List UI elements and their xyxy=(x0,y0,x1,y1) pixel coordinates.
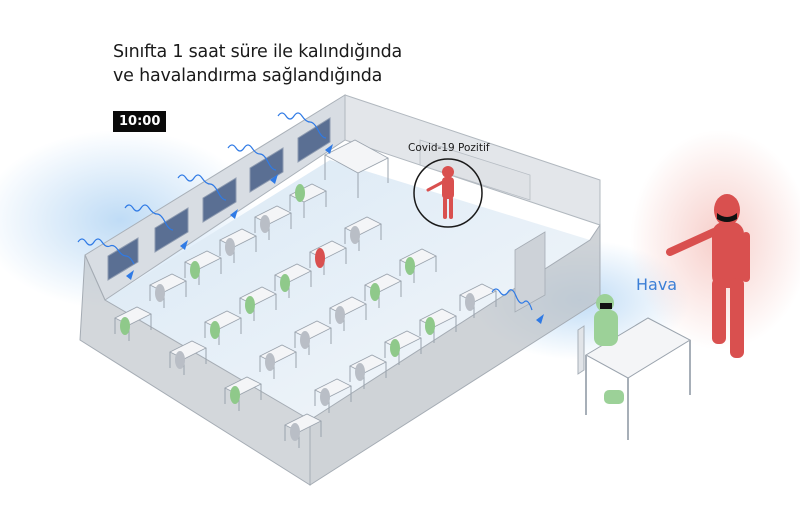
door xyxy=(514,231,546,313)
air-label: Hava xyxy=(636,275,678,294)
time-badge: 10:00 xyxy=(113,111,167,132)
students-neutral xyxy=(155,215,475,441)
foreground-desk xyxy=(577,317,692,440)
covid-highlight-circle xyxy=(413,158,483,228)
air-flow-arrows xyxy=(77,112,533,311)
infected-student xyxy=(315,248,325,268)
title-line-1: Sınıfta 1 saat süre ile kalındığında xyxy=(113,42,403,62)
classroom-floor xyxy=(105,160,590,420)
teacher-desk xyxy=(324,139,389,198)
covid-positive-label: Covid-19 Pozitif xyxy=(408,142,490,154)
foreground-infected-person xyxy=(666,194,750,358)
foreground-student-exposed xyxy=(594,294,624,404)
infographic-title: Sınıfta 1 saat süre ile kalındığında ve … xyxy=(113,40,402,88)
title-line-2: ve havalandırma sağlandığında xyxy=(113,66,383,86)
windows xyxy=(107,117,331,281)
blackboard xyxy=(419,139,531,201)
air-flow-arrowheads xyxy=(126,144,544,324)
infected-teacher-small xyxy=(426,166,454,219)
students-exposed xyxy=(120,184,435,404)
